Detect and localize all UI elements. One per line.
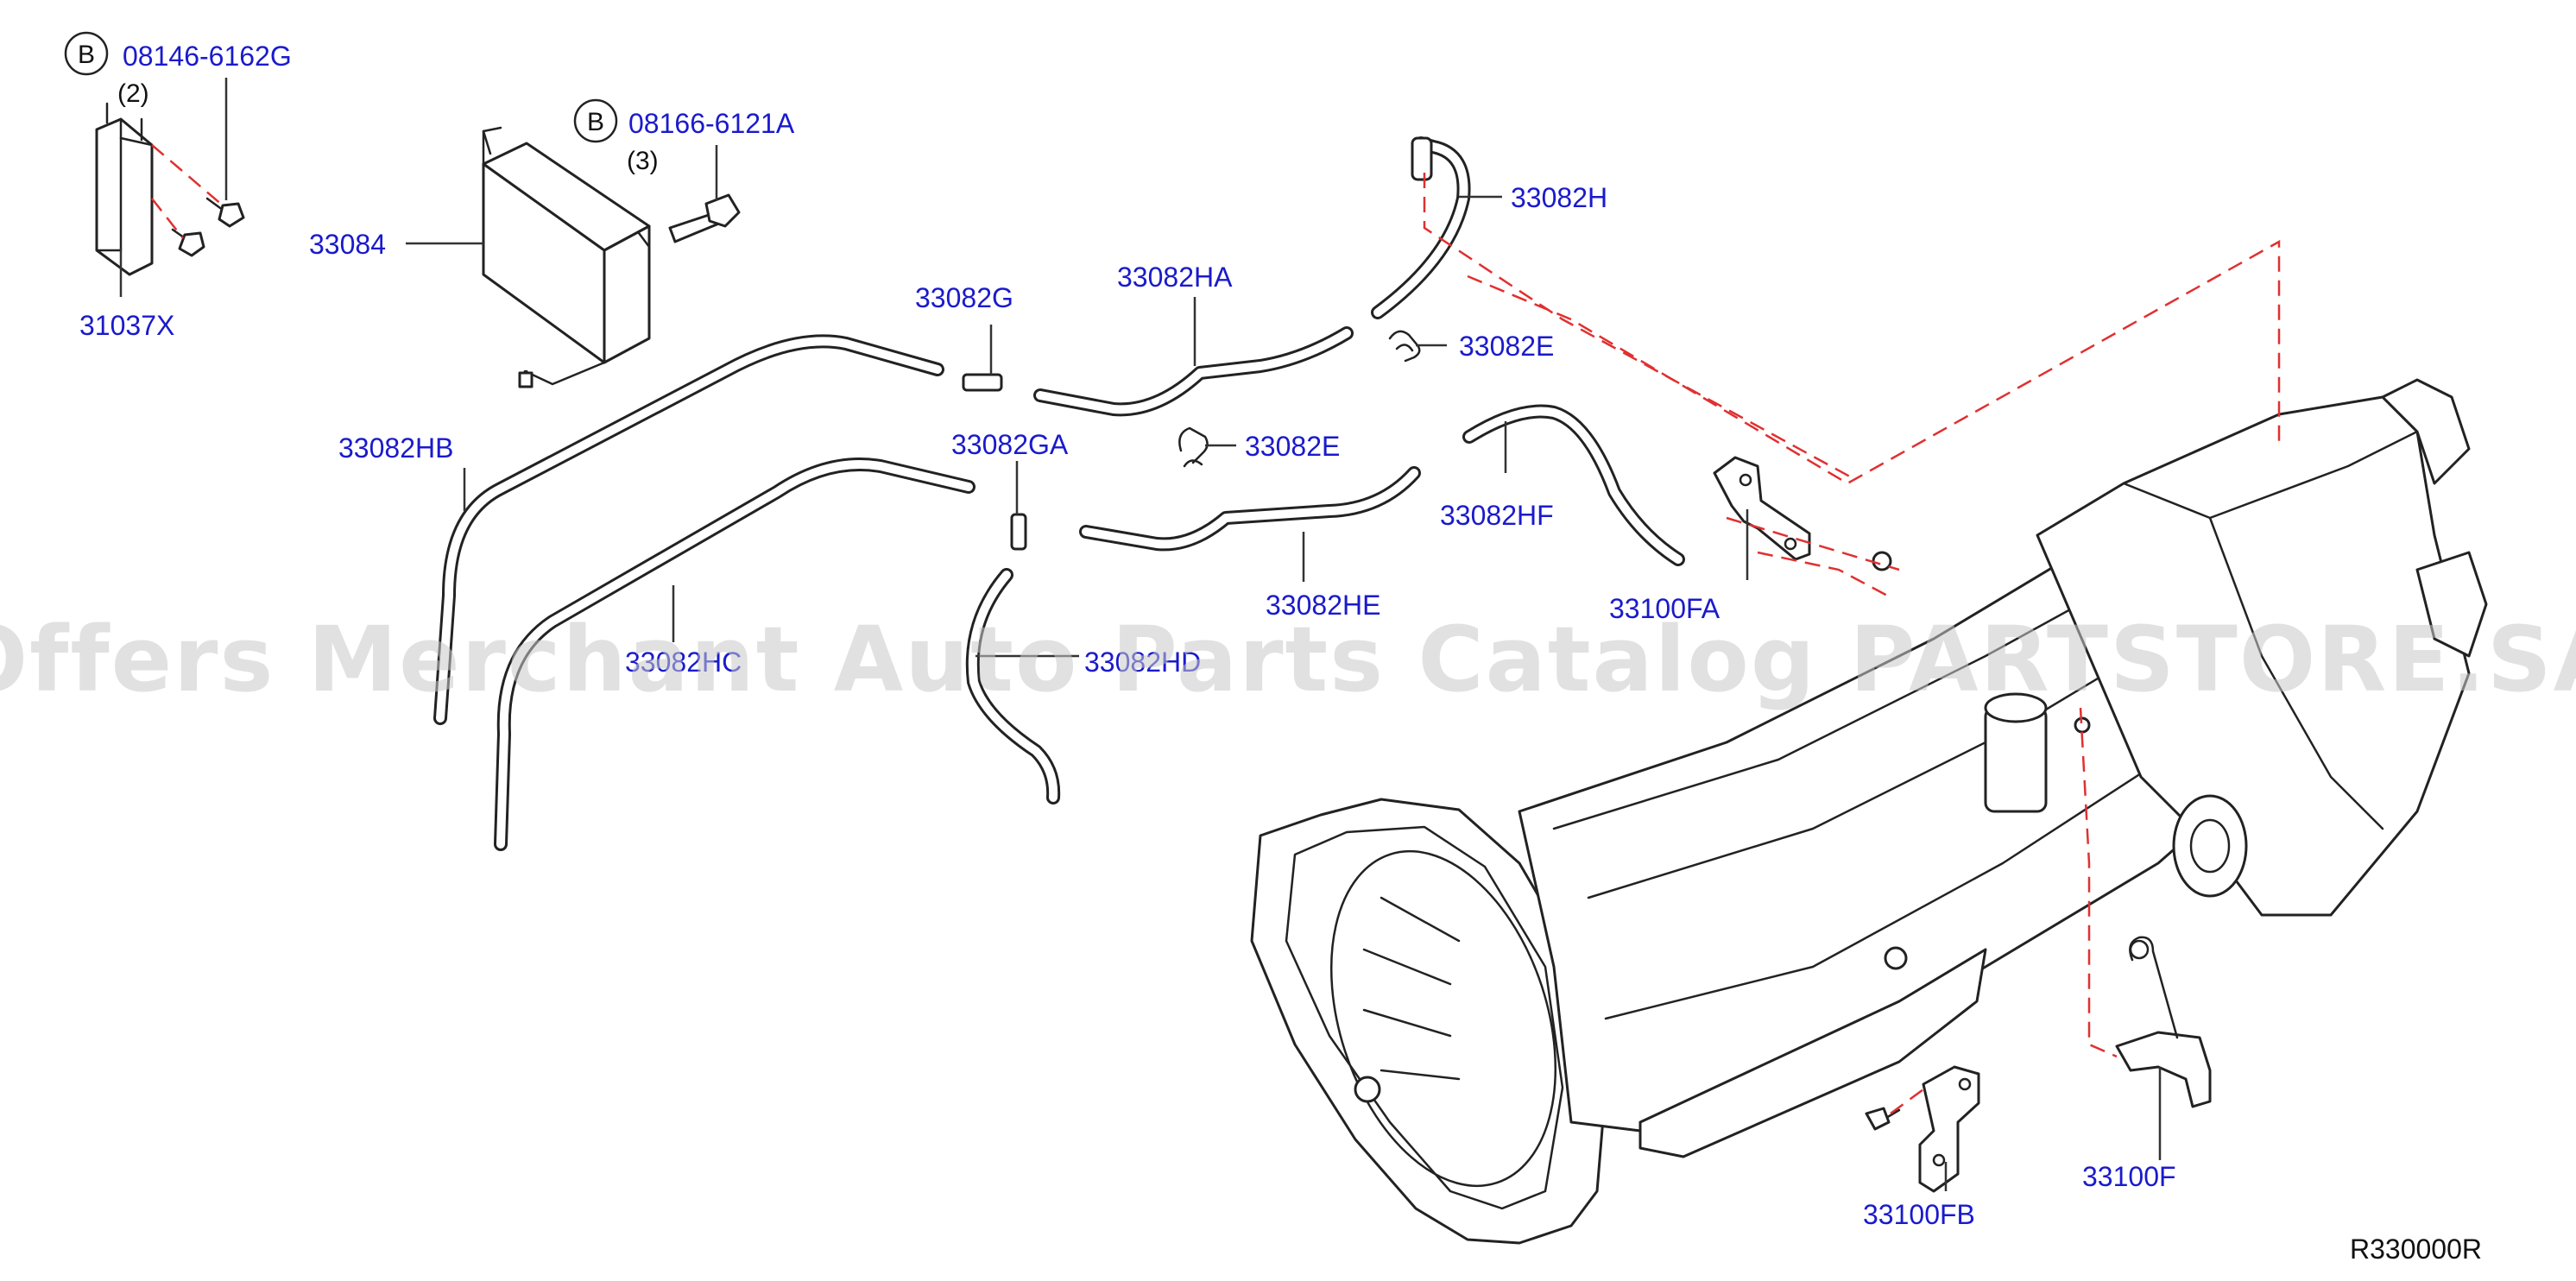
clip-33082ga — [1010, 513, 1027, 551]
clip-33082e-upper — [1388, 330, 1421, 363]
bracket-33100f — [2115, 936, 2212, 1108]
badge-b-1: B — [64, 31, 109, 76]
label-31037x: 31037X — [79, 310, 174, 341]
label-33082hb: 33082HB — [338, 432, 453, 464]
clip-33082g — [962, 373, 1003, 392]
control-unit-33084 — [482, 126, 651, 388]
bracket-33100fb — [1918, 1065, 1980, 1193]
hose-33082hf — [1462, 404, 1685, 566]
label-33082e-lower: 33082E — [1245, 431, 1340, 462]
bracket-31037x — [95, 102, 154, 276]
label-33100fa: 33100FA — [1609, 593, 1720, 624]
label-33082e-upper: 33082E — [1459, 331, 1554, 362]
bolt-08146-b — [171, 228, 205, 257]
label-08146-6162g: 08146-6162G — [123, 41, 292, 72]
label-33084: 33084 — [309, 229, 386, 260]
hose-33082hc — [494, 458, 975, 851]
hose-33082hd — [965, 568, 1061, 805]
svg-text:B: B — [587, 108, 604, 136]
label-33100f: 33100F — [2082, 1161, 2176, 1192]
label-33082g: 33082G — [915, 282, 1013, 313]
leader-lines — [119, 78, 2162, 1191]
transmission-assembly — [1250, 378, 2488, 1245]
label-33082hd: 33082HD — [1084, 647, 1201, 678]
label-08166-6121a: 08166-6121A — [628, 108, 795, 139]
bolt-33100fb — [1865, 1107, 1901, 1131]
label-33082hf: 33082HF — [1440, 500, 1554, 531]
label-33100fb: 33100FB — [1863, 1199, 1975, 1230]
hose-33082ha — [1033, 326, 1354, 417]
dash-33100fb — [1890, 1088, 1924, 1115]
label-33082hc: 33082HC — [625, 647, 742, 678]
bracket-33100fa — [1713, 456, 1811, 561]
label-qty-3: (3) — [627, 147, 659, 175]
label-qty-2: (2) — [117, 79, 149, 108]
dash-bolt-a — [151, 144, 224, 206]
label-33082ha: 33082HA — [1117, 262, 1233, 293]
hose-33082hb — [433, 334, 944, 725]
label-33082he: 33082HE — [1266, 590, 1380, 621]
clip-33082e-lower — [1178, 426, 1209, 468]
svg-text:B: B — [78, 41, 95, 69]
bolt-08166 — [668, 193, 741, 243]
watermark-text: Offers Merchant Auto Parts Catalog PARTS… — [0, 607, 2576, 712]
diagram-reference-code: R330000R — [2350, 1234, 2482, 1265]
hose-33082he — [1079, 466, 1421, 552]
label-33082ga: 33082GA — [951, 429, 1069, 460]
label-33082h: 33082H — [1511, 182, 1607, 213]
dash-bolt-b — [151, 198, 184, 239]
hose-33082h — [1371, 136, 1471, 319]
badge-b-2: B — [573, 98, 618, 143]
routing-dashes — [1423, 173, 2281, 1058]
bolt-08146-a — [205, 197, 245, 228]
